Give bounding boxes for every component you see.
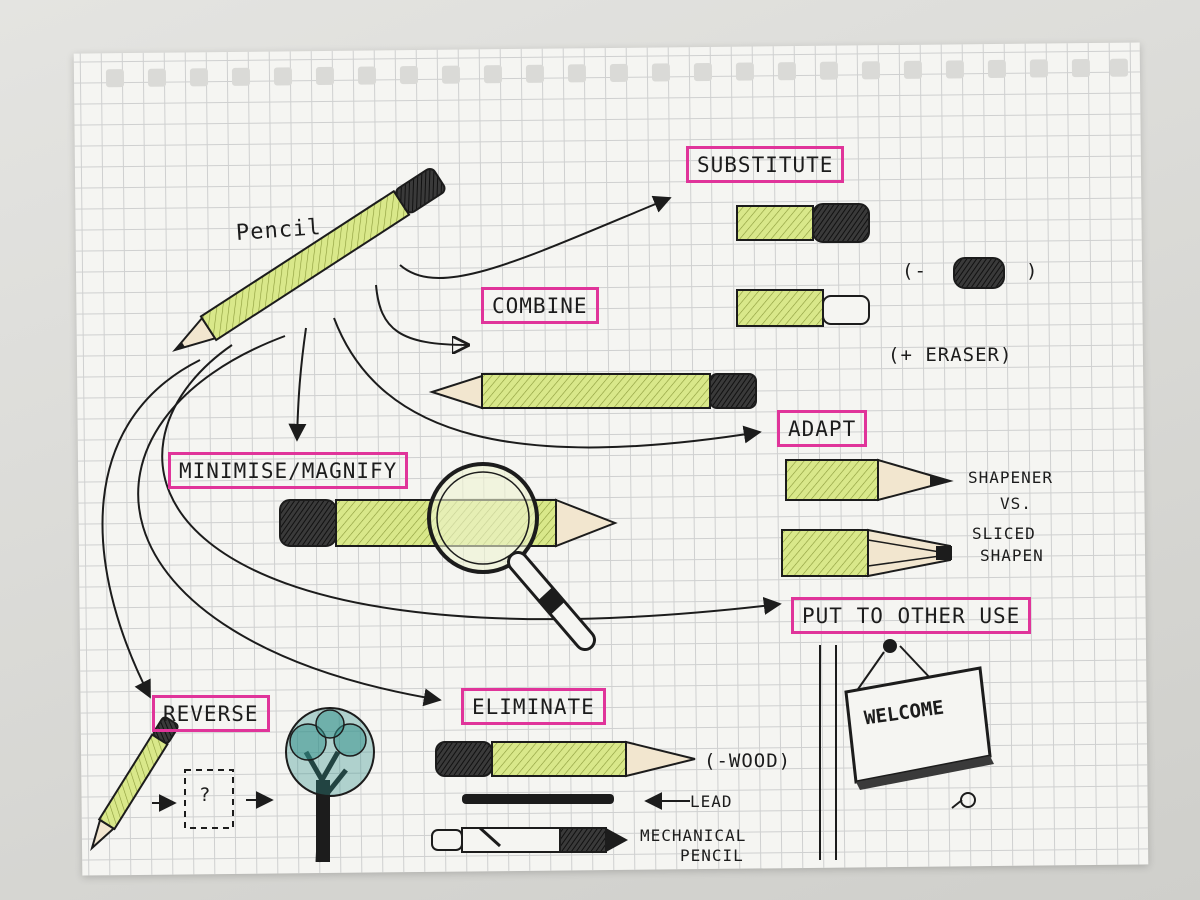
long-pencil-icon	[428, 373, 757, 410]
lead-note: LEAD	[690, 792, 733, 811]
put-to-other-use-label: PUT TO OTHER USE	[791, 597, 1032, 635]
substitute-pencil-icon	[736, 203, 870, 243]
unknown-step-box-icon	[152, 769, 274, 829]
eliminate-pencil-icon	[435, 740, 696, 778]
substitute-label: SUBSTITUTE	[686, 146, 845, 184]
small-pencil-icon	[90, 716, 179, 852]
minus-wood-note: (-WOOD)	[704, 750, 792, 772]
mechanical-pencil-note: PENCIL	[680, 846, 744, 865]
question-mark: ?	[199, 784, 212, 806]
sliced-sharpen-note: SHAPEN	[980, 546, 1044, 565]
versus-note: VS.	[1000, 494, 1032, 513]
mechanical-pencil-icon	[431, 826, 628, 853]
magnifying-glass-icon	[427, 462, 596, 651]
lead-icon	[462, 792, 690, 810]
eliminate-label: ELIMINATE	[461, 688, 606, 726]
sharpener-note: SHAPENER	[968, 468, 1054, 487]
minus-eraser-suffix: )	[1026, 260, 1039, 282]
minus-eraser-prefix: (-	[902, 260, 927, 282]
mechanical-note: MECHANICAL	[640, 826, 747, 845]
adapt-label: ADAPT	[777, 410, 868, 448]
sliced-pencil-icon	[781, 528, 952, 578]
sharpened-pencil-icon	[785, 458, 954, 502]
door-icon	[819, 645, 976, 860]
sliced-note: SLICED	[972, 524, 1036, 543]
plus-eraser-note: (+ ERASER)	[888, 344, 1013, 366]
tree-icon	[285, 707, 375, 863]
reverse-label: REVERSE	[152, 695, 270, 733]
welcome-sign-icon	[844, 639, 994, 790]
connector-arrows	[101, 195, 782, 707]
main-pencil-icon	[172, 167, 446, 352]
removed-eraser-icon	[953, 257, 1005, 289]
minimise-magnify-label: MINIMISE/MAGNIFY	[168, 452, 409, 490]
combine-pencil-icon	[736, 289, 870, 327]
combine-label: COMBINE	[481, 287, 599, 325]
